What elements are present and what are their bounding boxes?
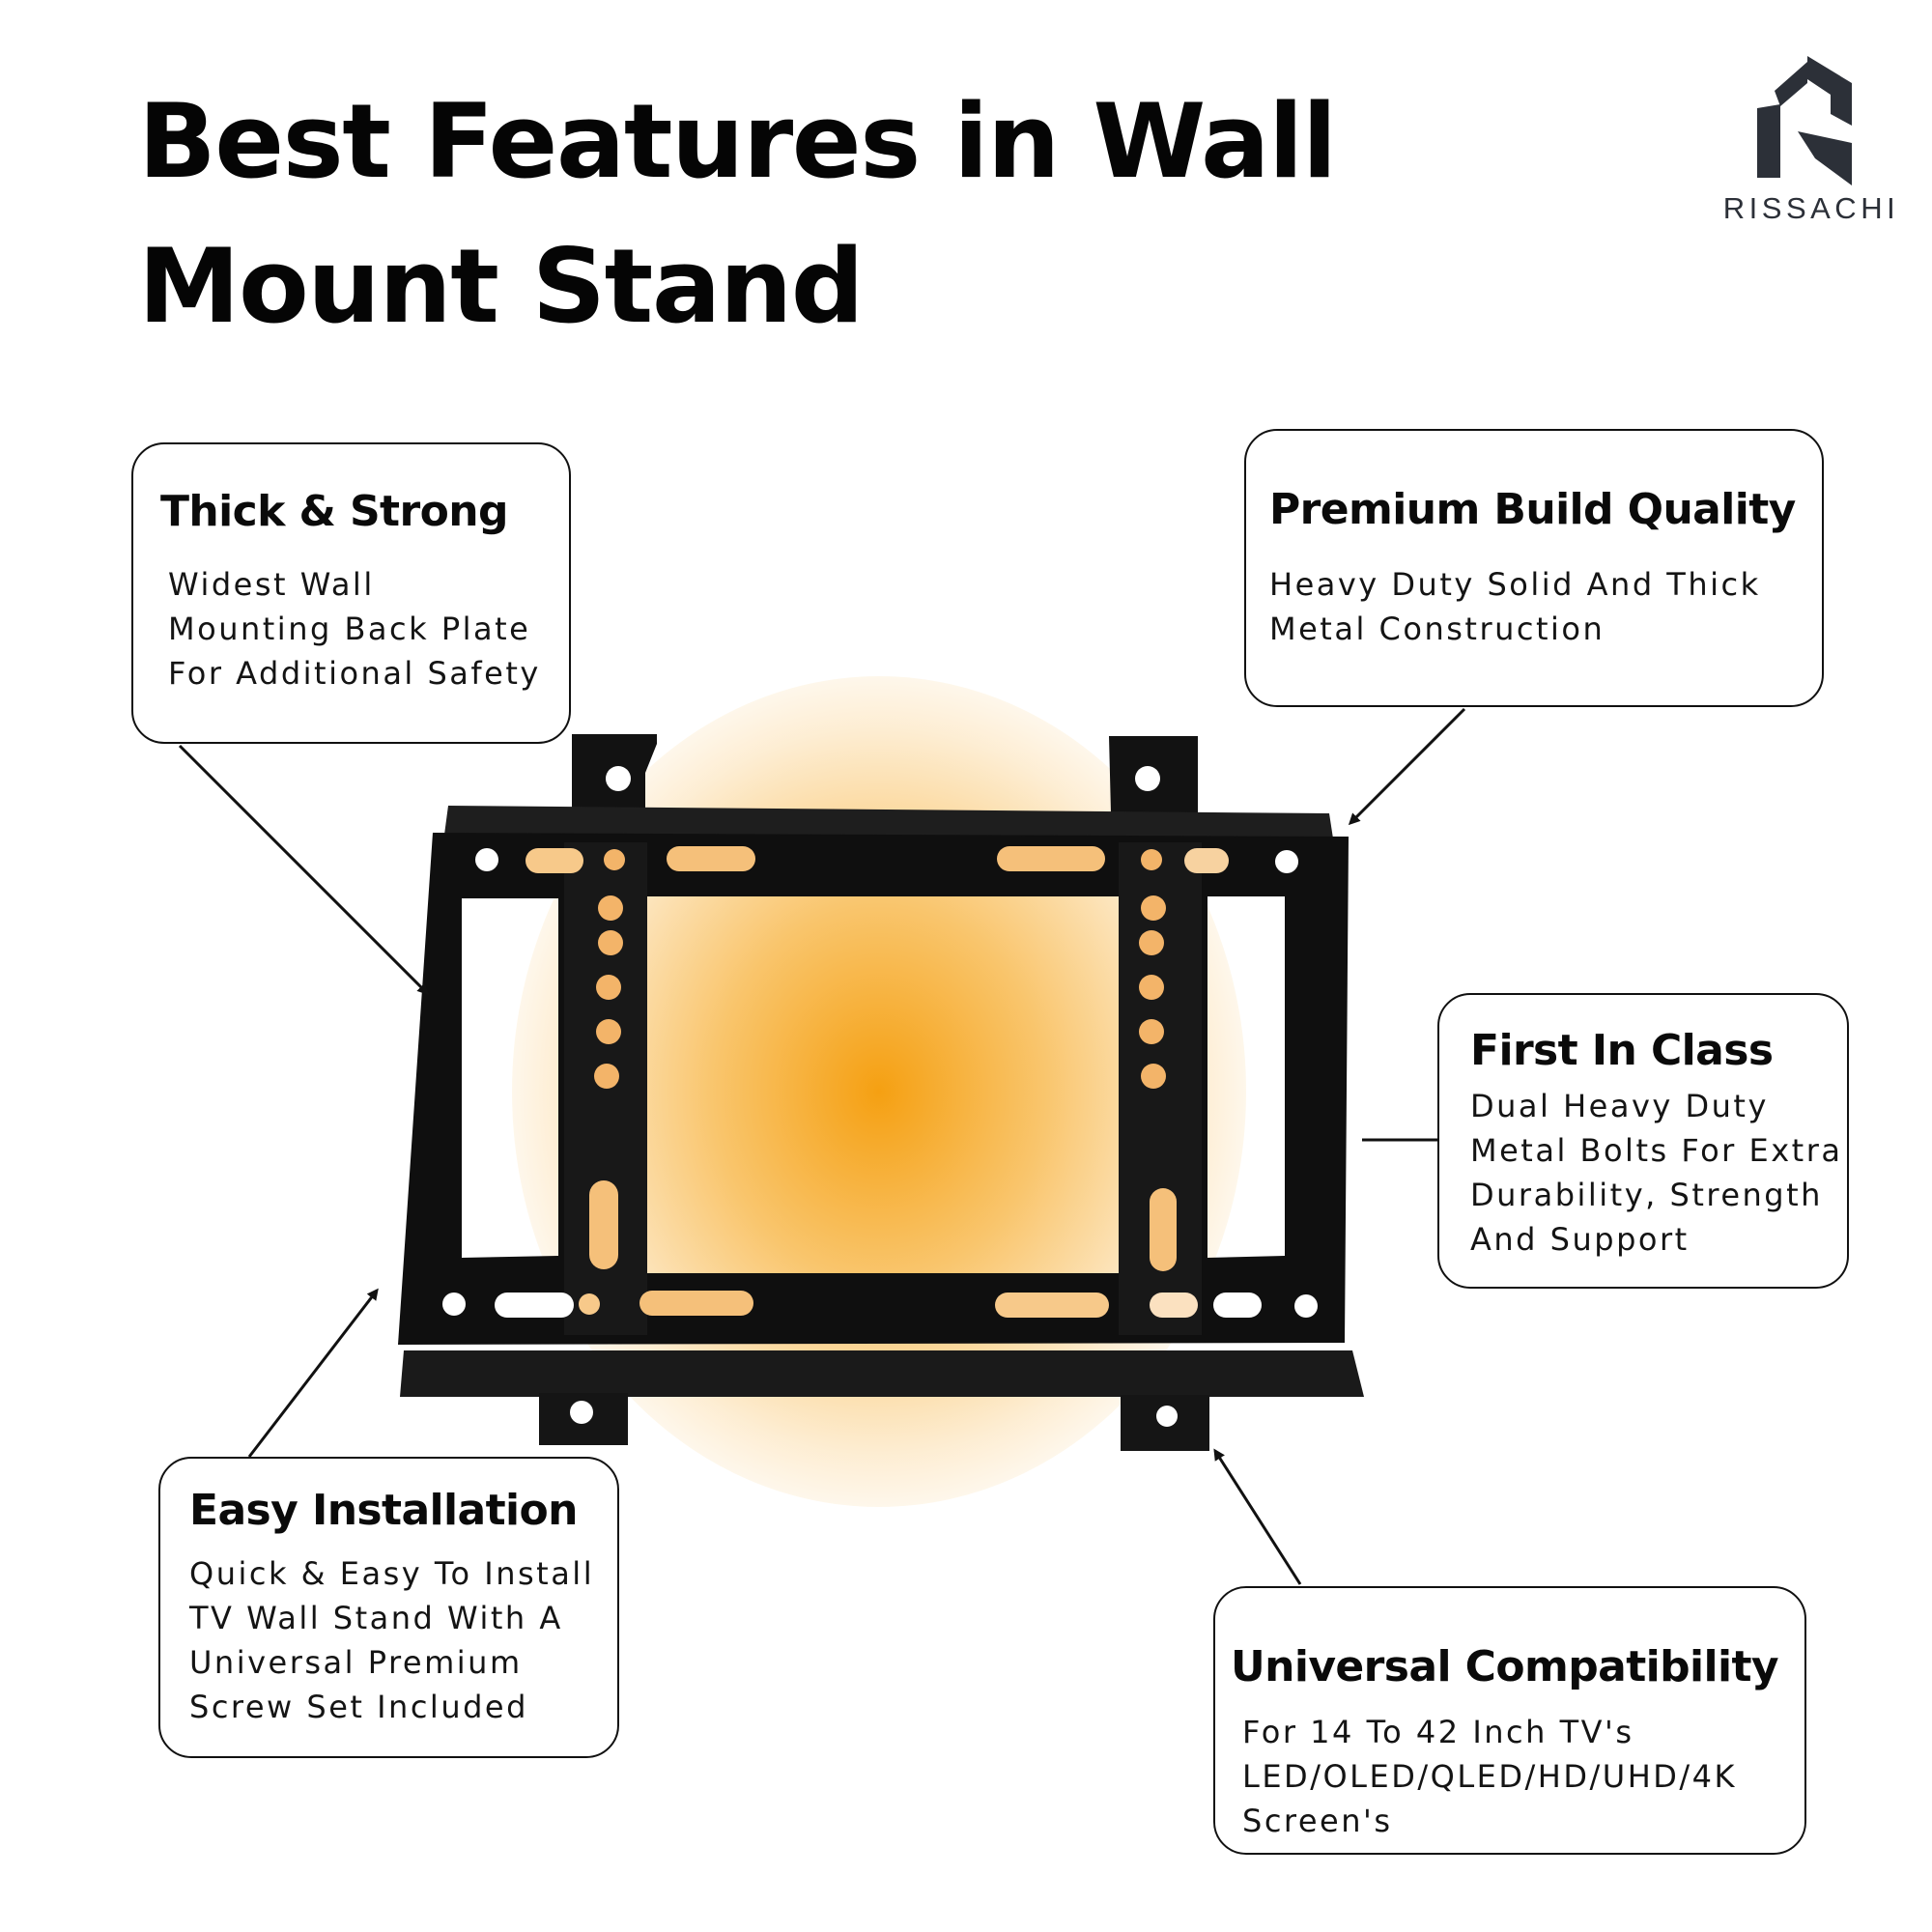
feature-description: Dual Heavy Duty Metal Bolts For Extra Du… xyxy=(1470,1088,1843,1258)
feature-title: Universal Compatibility xyxy=(1231,1642,1779,1691)
page-title-line-2: Mount Stand xyxy=(138,227,865,346)
brand-name: RISSACHI xyxy=(1722,191,1900,225)
feature-card-premium-build-quality: Premium Build Quality Heavy Duty Solid A… xyxy=(1244,429,1824,707)
page-title: Best Features in Wall Mount Stand xyxy=(138,70,1346,359)
connector-premium-build xyxy=(1348,707,1466,826)
feature-card-easy-installation: Easy Installation Quick & Easy To Instal… xyxy=(158,1457,619,1758)
connector-thick-strong xyxy=(178,744,430,996)
feature-card-universal-compatibility: Universal Compatibility For 14 To 42 Inc… xyxy=(1213,1586,1806,1855)
feature-card-first-in-class: First In Class Dual Heavy Duty Metal Bol… xyxy=(1437,993,1849,1289)
feature-description: Quick & Easy To Install TV Wall Stand Wi… xyxy=(189,1555,595,1725)
feature-card-thick-strong: Thick & Strong Widest Wall Mounting Back… xyxy=(131,442,571,744)
connector-universal-compatibility xyxy=(1213,1448,1302,1585)
feature-title: Premium Build Quality xyxy=(1269,485,1796,534)
feature-description: Heavy Duty Solid And Thick Metal Constru… xyxy=(1269,566,1761,647)
feature-description: For 14 To 42 Inch TV's LED/OLED/QLED/HD/… xyxy=(1242,1714,1738,1839)
feature-title: Easy Installation xyxy=(189,1486,578,1535)
feature-title: First In Class xyxy=(1470,1026,1774,1075)
connector-easy-installation xyxy=(247,1288,379,1458)
rissachi-r-logo-icon xyxy=(1757,56,1852,185)
feature-description: Widest Wall Mounting Back Plate For Addi… xyxy=(168,566,541,692)
feature-title: Thick & Strong xyxy=(160,487,508,536)
brand-logo: RISSACHI xyxy=(1715,50,1908,234)
page-title-line-1: Best Features in Wall xyxy=(138,82,1337,201)
